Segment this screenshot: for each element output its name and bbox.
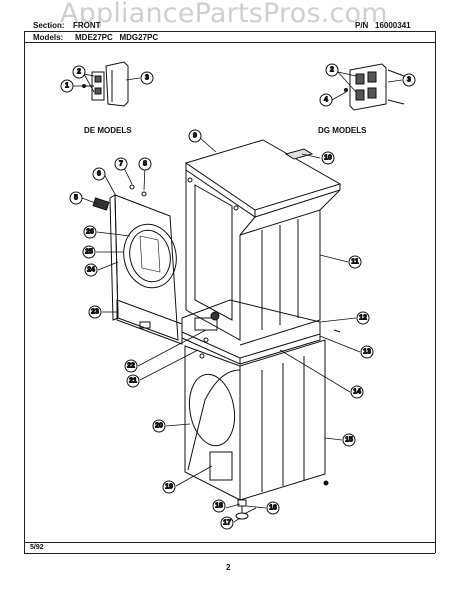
callout-5: 5 [69,191,83,205]
svg-text:25: 25 [85,249,93,256]
callout-14: 14 [350,385,364,399]
svg-text:19: 19 [165,484,173,491]
svg-text:17: 17 [223,520,231,527]
callout-21: 21 [126,374,140,388]
svg-text:16: 16 [269,505,277,512]
dryer-cabinet [184,139,342,346]
svg-text:22: 22 [127,363,135,370]
frame-left [24,31,25,553]
models-rule [24,42,435,43]
callout-18: 18 [212,499,226,513]
de-bracket-assembly [82,61,129,107]
pn-value: 16000341 [375,21,411,30]
callout-6: 6 [92,167,106,181]
middle-brace [181,299,341,365]
callout-1: 1 [60,79,74,93]
callout-17: 17 [220,516,234,530]
callout-15: 15 [342,433,356,447]
svg-text:8: 8 [143,161,147,168]
svg-text:20: 20 [155,423,163,430]
svg-text:12: 12 [359,315,367,322]
frame-bottom [24,553,435,554]
callout-26: 26 [83,225,97,239]
de-models-label: DE MODELS [84,126,132,135]
svg-text:3: 3 [145,75,149,82]
callout-12: 12 [356,311,370,325]
callout-25: 25 [82,245,96,259]
dg-bracket-assembly [344,63,405,111]
callout-2-de: 2 [72,65,86,79]
svg-text:6: 6 [97,171,101,178]
washer-cabinet [184,339,329,520]
svg-text:26: 26 [86,229,94,236]
models-label: Models: [33,33,64,42]
callout-3-dg: 3 [402,73,416,87]
callout-2-dg: 2 [325,63,339,77]
callout-23: 23 [88,305,102,319]
svg-text:21: 21 [129,378,137,385]
svg-text:13: 13 [363,349,371,356]
callout-19: 19 [162,480,176,494]
front-panel [92,184,183,345]
callout-11: 11 [348,255,362,269]
footer-date: 5/92 [30,544,44,551]
callout-20: 20 [152,419,166,433]
callout-22: 22 [124,359,138,373]
callout-16: 16 [266,501,280,515]
svg-text:11: 11 [351,259,359,266]
callout-13: 13 [360,345,374,359]
watermark: AppliancePartsPros.com [60,0,388,29]
svg-text:7: 7 [119,161,123,168]
callout-10: 10 [321,151,335,165]
svg-text:2: 2 [77,69,81,76]
callout-8: 8 [138,157,152,171]
svg-text:9: 9 [193,133,197,140]
svg-text:2: 2 [330,67,334,74]
callout-7: 7 [114,157,128,171]
dg-models-label: DG MODELS [318,126,367,135]
footer-rule [24,542,435,543]
svg-text:5: 5 [74,195,78,202]
section-label: Section: [33,21,65,30]
header-rule [24,31,435,32]
leader-lines [72,71,403,523]
frame-right [435,31,436,553]
callout-3-de: 3 [140,71,154,85]
models-value: MDE27PC MDG27PC [75,33,159,42]
page-number: 2 [226,563,231,572]
svg-text:10: 10 [324,155,332,162]
callout-9: 9 [188,129,202,143]
callout-4: 4 [319,93,333,107]
svg-text:23: 23 [91,309,99,316]
svg-text:3: 3 [407,77,411,84]
svg-text:24: 24 [87,267,95,274]
pn-label: P/N [355,21,369,30]
svg-text:14: 14 [353,389,361,396]
svg-text:15: 15 [345,437,353,444]
svg-text:18: 18 [215,503,223,510]
svg-text:1: 1 [65,83,69,90]
section-value: FRONT [73,21,101,30]
svg-text:4: 4 [324,97,328,104]
callout-24: 24 [84,263,98,277]
